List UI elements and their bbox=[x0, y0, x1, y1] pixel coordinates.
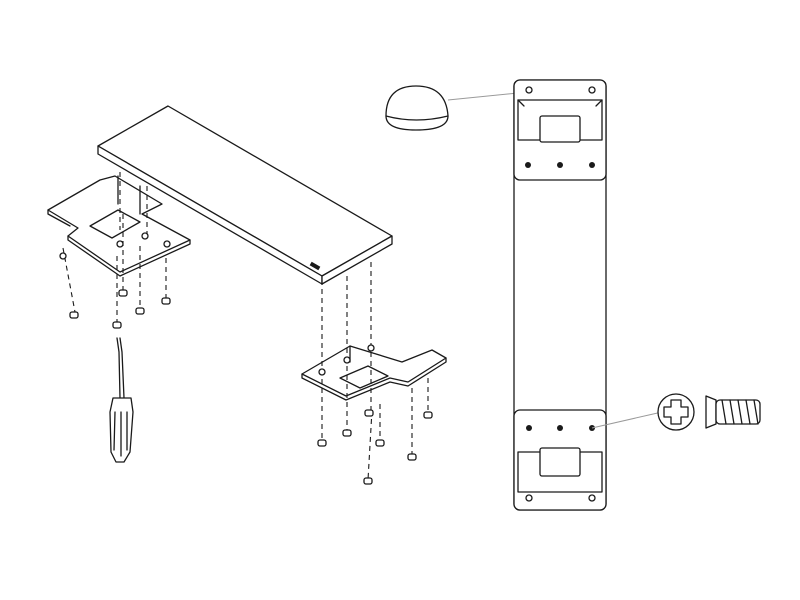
mounting-rail bbox=[513, 79, 663, 511]
right-bracket-screws bbox=[317, 262, 433, 485]
seat-board bbox=[97, 105, 393, 285]
right-mounting-bracket bbox=[301, 345, 447, 401]
threaded-screw bbox=[705, 395, 761, 429]
screwdriver bbox=[109, 337, 134, 463]
rubber-bumper bbox=[385, 85, 529, 131]
screw-head bbox=[657, 393, 695, 431]
left-mounting-bracket bbox=[47, 175, 191, 277]
left-bracket-screws bbox=[59, 172, 171, 329]
